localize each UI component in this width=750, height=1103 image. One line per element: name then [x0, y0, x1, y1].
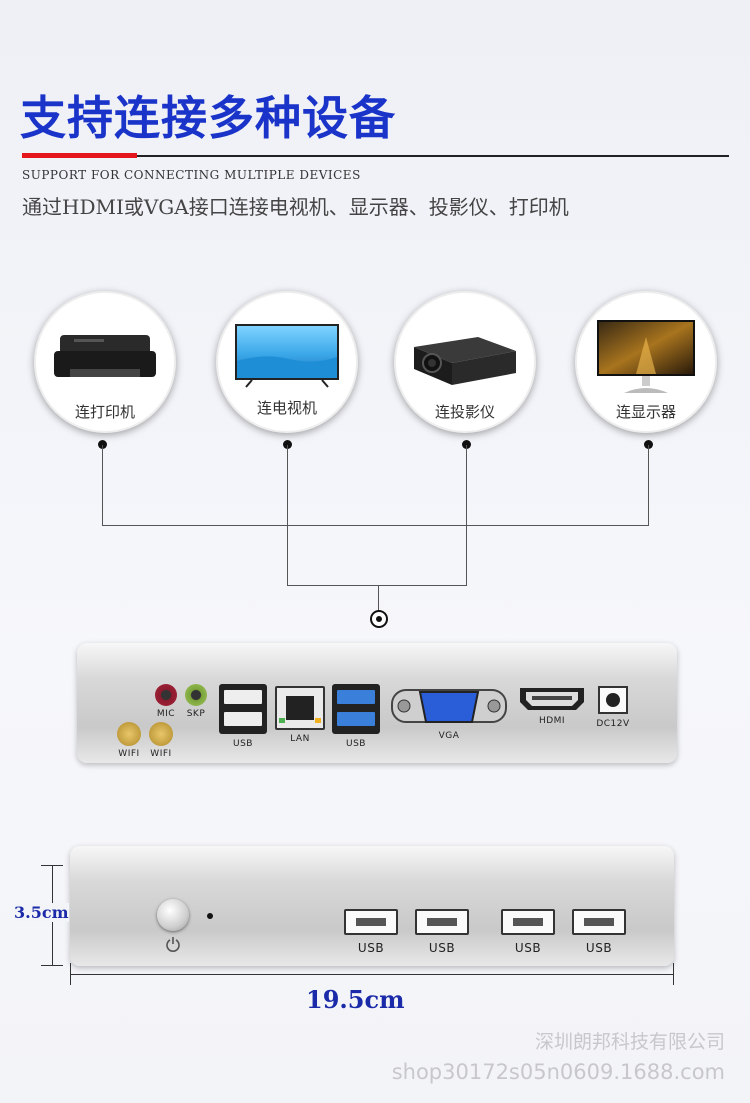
- header-rule: [22, 155, 729, 157]
- front-usb-port[interactable]: [415, 909, 469, 935]
- front-usb-port[interactable]: [572, 909, 626, 935]
- lan-port-icon: [275, 686, 325, 730]
- wifi-antenna-icon: [149, 722, 173, 746]
- dimension-width: 19.5cm: [306, 985, 405, 1014]
- projector-icon: [414, 337, 516, 385]
- connector-dot: [462, 440, 471, 449]
- power-led-icon: [207, 913, 213, 919]
- device-circle-tv: 连电视机: [216, 291, 358, 433]
- usb-port-stack: [219, 684, 267, 734]
- port-label-wifi: WIFI: [118, 749, 140, 759]
- dimension-height: 3.5cm: [14, 903, 69, 922]
- port-label-usb: USB: [357, 941, 385, 955]
- power-icon: [166, 937, 180, 952]
- connector-line: [102, 525, 649, 526]
- device-label: 连电视机: [256, 399, 317, 417]
- dimension-tick: [41, 965, 63, 966]
- front-usb-port[interactable]: [344, 909, 398, 935]
- device-circle-monitor: 连显示器: [575, 291, 717, 433]
- wifi-antenna-icon: [117, 722, 141, 746]
- port-label-skp: SKP: [186, 709, 206, 719]
- connector-dot: [283, 440, 292, 449]
- device-circle-printer: 连打印机: [34, 291, 176, 433]
- connector-line: [648, 445, 649, 526]
- tv-icon: [235, 324, 339, 388]
- page-title: 支持连接多种设备: [20, 91, 396, 145]
- watermark-company: 深圳朗邦科技有限公司: [534, 1031, 725, 1053]
- power-button[interactable]: [157, 899, 189, 931]
- speaker-jack-icon: [185, 684, 207, 706]
- subtitle-english: SUPPORT FOR CONNECTING MULTIPLE DEVICES: [22, 168, 361, 182]
- port-label-lan: LAN: [290, 734, 310, 744]
- connector-line: [378, 585, 379, 611]
- port-label-hdmi: HDMI: [538, 716, 566, 726]
- connector-hub: [370, 610, 388, 628]
- connector-line: [287, 585, 467, 586]
- dimension-line-width: [70, 974, 674, 975]
- device-label: 连打印机: [74, 403, 135, 421]
- device-label: 连显示器: [615, 403, 676, 421]
- connector-dot: [98, 440, 107, 449]
- watermark-shop: shop30172s05n0609.1688.com: [391, 1060, 725, 1084]
- device-label: 连投影仪: [434, 403, 495, 421]
- connector-line: [102, 445, 103, 526]
- hdmi-port-icon: [520, 688, 584, 710]
- usb3-port-stack: [332, 684, 380, 734]
- port-label-usb: USB: [585, 941, 613, 955]
- port-label-usb: USB: [346, 739, 366, 749]
- port-label-mic: MIC: [156, 709, 176, 719]
- printer-icon: [54, 335, 156, 377]
- connector-line: [466, 445, 467, 586]
- port-label-wifi: WIFI: [150, 749, 172, 759]
- port-label-usb: USB: [428, 941, 456, 955]
- port-label-vga: VGA: [438, 731, 460, 741]
- connector-line: [287, 445, 288, 586]
- connector-dot: [644, 440, 653, 449]
- monitor-icon: [597, 320, 695, 393]
- subtitle-chinese: 通过HDMI或VGA接口连接电视机、显示器、投影仪、打印机: [22, 195, 569, 219]
- mic-jack-icon: [155, 684, 177, 706]
- front-usb-port[interactable]: [501, 909, 555, 935]
- header-rule-accent: [22, 153, 137, 158]
- device-circle-projector: 连投影仪: [394, 291, 536, 433]
- vga-port-icon: [391, 689, 507, 723]
- port-label-dc: DC12V: [596, 719, 630, 729]
- port-label-usb: USB: [514, 941, 542, 955]
- dc-power-port-icon: [598, 686, 628, 714]
- port-label-usb: USB: [233, 739, 253, 749]
